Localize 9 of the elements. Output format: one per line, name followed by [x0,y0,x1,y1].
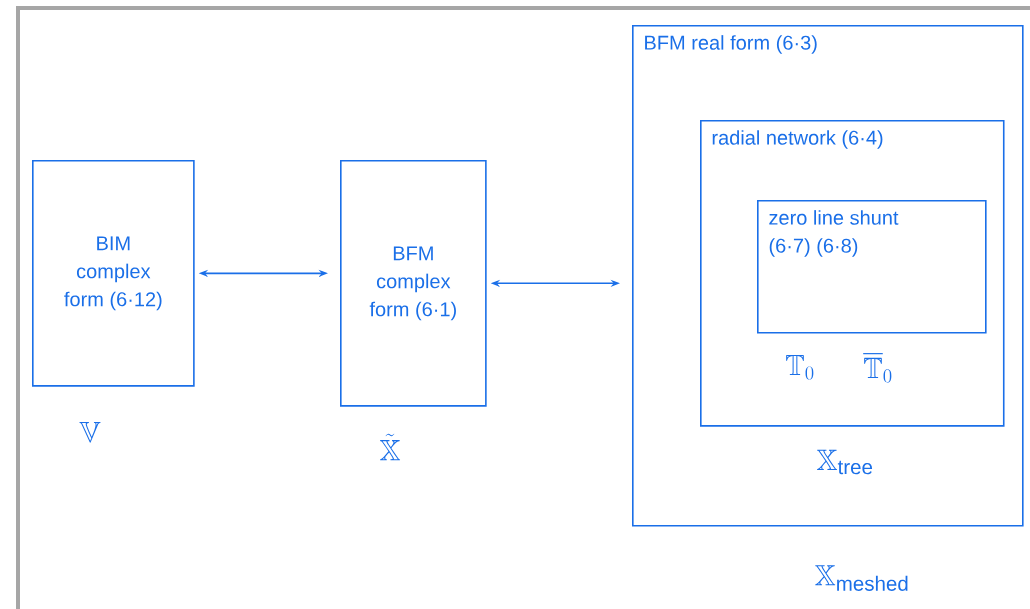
math-symbol: $\mathbb{X}_{\mathrm{tree}}$ [816,449,873,475]
box: zero line shunt (6·7) (6·8) [757,200,987,334]
math-symbol: $\overline{\mathbb{T}}_0$ [863,353,892,383]
box: BIM complex form (6·12) [32,160,195,387]
box: BFM complex form (6·1) [340,160,487,407]
math-symbol: $\mathbb{X}_{\mathrm{meshed}}$ [815,565,908,591]
math-symbol: $\mathbb{T}_0$ [786,354,814,380]
math-symbol: $\tilde{\mathbb{X}}$ [380,433,401,461]
math-symbol: $\mathbb{V}$ [79,422,101,443]
